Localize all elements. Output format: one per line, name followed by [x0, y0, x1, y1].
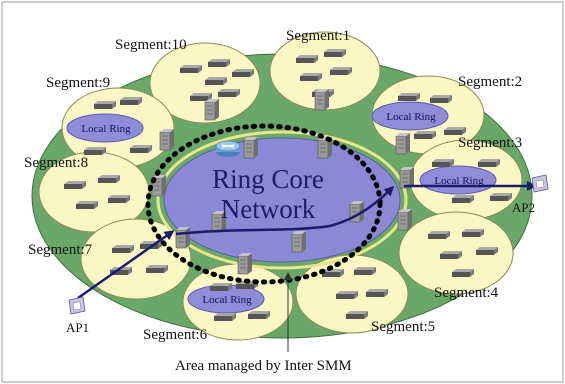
switch-icon	[180, 65, 202, 73]
switch-icon	[232, 69, 254, 77]
server-icon	[395, 133, 410, 155]
switch-icon	[354, 267, 376, 275]
ap1-icon	[68, 296, 86, 315]
server-icon	[291, 231, 306, 253]
switch-icon	[210, 283, 232, 291]
switch-icon	[346, 311, 368, 319]
core-label-line1: Ring Core	[212, 164, 324, 194]
server-icon	[397, 209, 412, 231]
ap1-label: AP1	[66, 320, 89, 335]
switch-icon	[444, 127, 466, 135]
local-ring-segment-9	[66, 113, 144, 143]
switch-icon	[452, 269, 474, 277]
router-icon	[215, 140, 241, 157]
switch-icon	[462, 229, 484, 237]
switch-icon	[300, 73, 322, 81]
switch-icon	[428, 231, 450, 239]
switch-icon	[248, 311, 270, 319]
core-rim	[156, 130, 408, 270]
server-icon	[159, 129, 174, 151]
segment-1-label: Segment:1	[286, 28, 350, 44]
inter-smm-area-boundary	[145, 123, 383, 285]
local-ring-label-segment-6: Local Ring	[202, 294, 252, 306]
segment-4-label: Segment:4	[434, 285, 499, 301]
switch-icon	[146, 265, 168, 273]
segment-5-label: Segment:5	[371, 319, 435, 335]
segment-9-label: Segment:9	[46, 75, 110, 91]
ap1-uplink-arrow	[77, 230, 175, 300]
server-icon	[237, 253, 252, 275]
switch-icon	[324, 49, 346, 57]
switch-icon	[336, 291, 358, 299]
switch-icon	[98, 175, 120, 183]
segment-10-label: Segment:10	[115, 37, 187, 53]
switch-icon	[76, 201, 98, 209]
segment-6-label: Segment:6	[143, 327, 208, 343]
segment-8-label: Segment:8	[24, 155, 88, 171]
switch-icon	[478, 159, 500, 167]
switch-icon	[490, 193, 512, 201]
server-icon	[204, 99, 219, 121]
switch-icon	[94, 101, 116, 109]
local-ring-label-segment-3: Local Ring	[434, 175, 484, 187]
switch-icon	[432, 159, 454, 167]
ap2-label: AP2	[512, 200, 535, 215]
switch-icon	[64, 181, 86, 189]
switch-icon	[398, 93, 420, 101]
switch-icon	[208, 59, 230, 67]
switch-icon	[108, 195, 130, 203]
switch-icon	[218, 89, 240, 97]
core-path-arrow	[175, 185, 395, 236]
server-icon	[314, 89, 329, 111]
segment-2-label: Segment:2	[458, 74, 522, 90]
switch-icon	[476, 247, 498, 255]
switch-icon	[414, 131, 436, 139]
server-icon	[399, 167, 414, 189]
switch-icon	[430, 95, 452, 103]
network-devices	[64, 49, 512, 321]
switch-icon	[214, 313, 236, 321]
switch-icon	[452, 195, 474, 203]
switch-icon	[322, 269, 344, 277]
segment-3-label: Segment:3	[458, 135, 522, 151]
switch-icon	[296, 55, 318, 63]
ap2-icon	[531, 174, 549, 193]
core-label-line2: Network	[221, 194, 316, 224]
local-ring-label-segment-9: Local Ring	[81, 123, 131, 135]
local-ring-segment-2	[371, 101, 449, 131]
server-icon	[175, 227, 190, 249]
caption-label: Area managed by Inter SMM	[175, 358, 352, 374]
server-icon	[243, 137, 258, 159]
local-ring-label-segment-2: Local Ring	[386, 111, 436, 123]
switch-icon	[112, 245, 134, 253]
server-icon	[211, 211, 226, 233]
segment-7-label: Segment:7	[28, 242, 93, 258]
switch-icon	[205, 77, 227, 85]
switch-icon	[84, 147, 106, 155]
switch-icon	[366, 289, 388, 297]
switch-icon	[120, 97, 142, 105]
switch-icon	[440, 251, 462, 259]
switch-icon	[330, 67, 352, 75]
switch-icon	[130, 145, 152, 153]
segment-7-bubble	[80, 218, 192, 300]
